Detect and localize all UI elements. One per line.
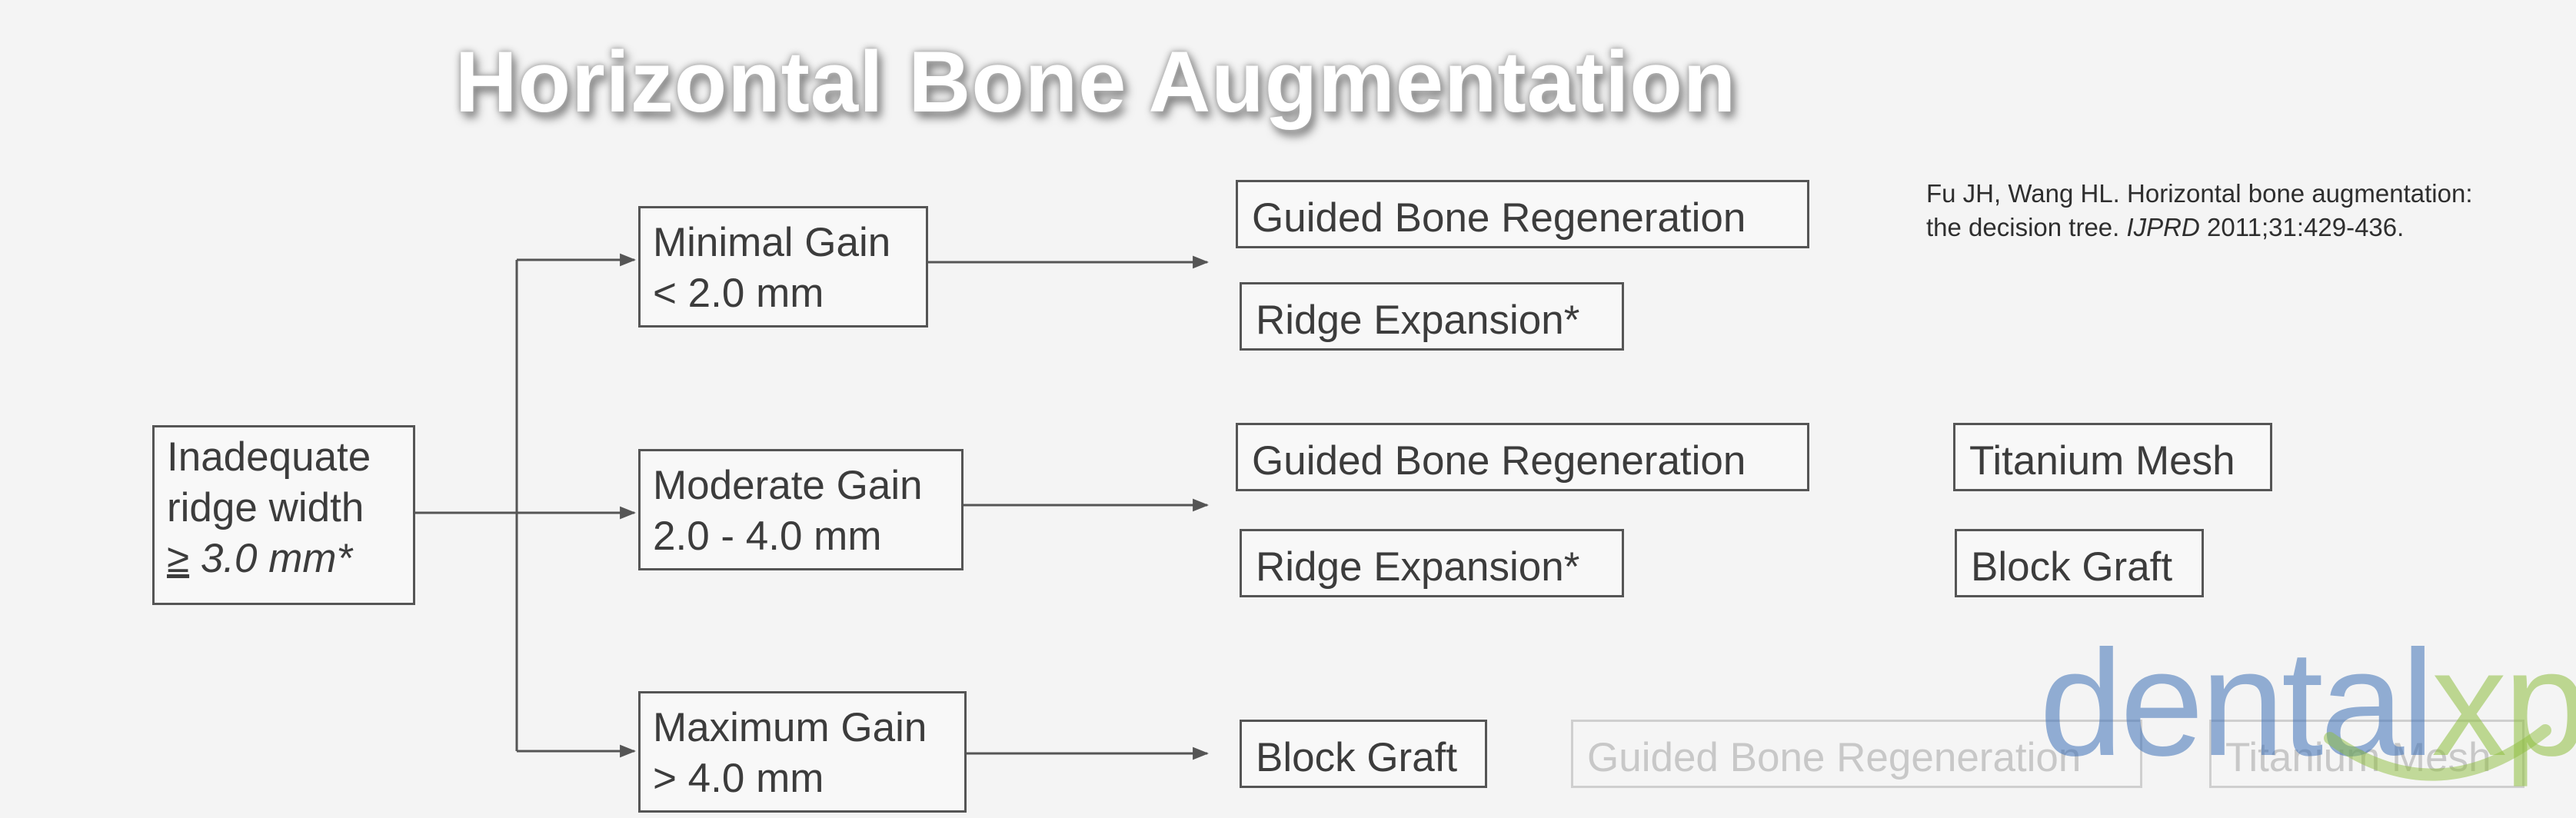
branch-range: < 2.0 mm	[653, 271, 824, 316]
branch-range: > 4.0 mm	[653, 756, 824, 801]
option-ridge-expansion: Ridge Expansion*	[1240, 282, 1624, 351]
branch-range: 2.0 - 4.0 mm	[653, 514, 882, 559]
citation: Fu JH, Wang HL. Horizontal bone augmenta…	[1926, 177, 2572, 244]
option-titanium-mesh: Titanium Mesh	[1953, 423, 2272, 491]
citation-line-2: the decision tree. IJPRD 2011;31:429-436…	[1926, 213, 2405, 241]
branch-name: Minimal Gain	[653, 220, 891, 265]
root-line-2: ridge width	[167, 485, 364, 530]
root-node-inadequate-ridge-width: Inadequate ridge width ≥ 3.0 mm*	[152, 425, 415, 605]
root-line-3: ≥ 3.0 mm*	[167, 536, 353, 581]
branch-moderate-gain: Moderate Gain 2.0 - 4.0 mm	[638, 449, 964, 570]
option-block-graft: Block Graft	[1955, 529, 2204, 597]
root-line-1: Inadequate	[167, 434, 371, 480]
option-block-graft: Block Graft	[1240, 720, 1487, 788]
branch-maximum-gain: Maximum Gain > 4.0 mm	[638, 691, 967, 813]
gte-symbol: ≥	[167, 536, 190, 581]
branch-name: Moderate Gain	[653, 463, 923, 508]
branch-minimal-gain: Minimal Gain < 2.0 mm	[638, 206, 928, 328]
option-ridge-expansion: Ridge Expansion*	[1240, 529, 1624, 597]
option-guided-bone-regeneration-faded: Guided Bone Regeneration	[1571, 720, 2142, 788]
journal-name: IJPRD	[2126, 213, 2200, 241]
option-guided-bone-regeneration: Guided Bone Regeneration	[1236, 423, 1809, 491]
branch-name: Maximum Gain	[653, 705, 927, 750]
watermark-swoosh-icon	[2324, 724, 2551, 781]
citation-line-1: Fu JH, Wang HL. Horizontal bone augmenta…	[1926, 179, 2473, 208]
option-guided-bone-regeneration: Guided Bone Regeneration	[1236, 180, 1809, 248]
slide-title: Horizontal Bone Augmentation	[454, 34, 1737, 130]
